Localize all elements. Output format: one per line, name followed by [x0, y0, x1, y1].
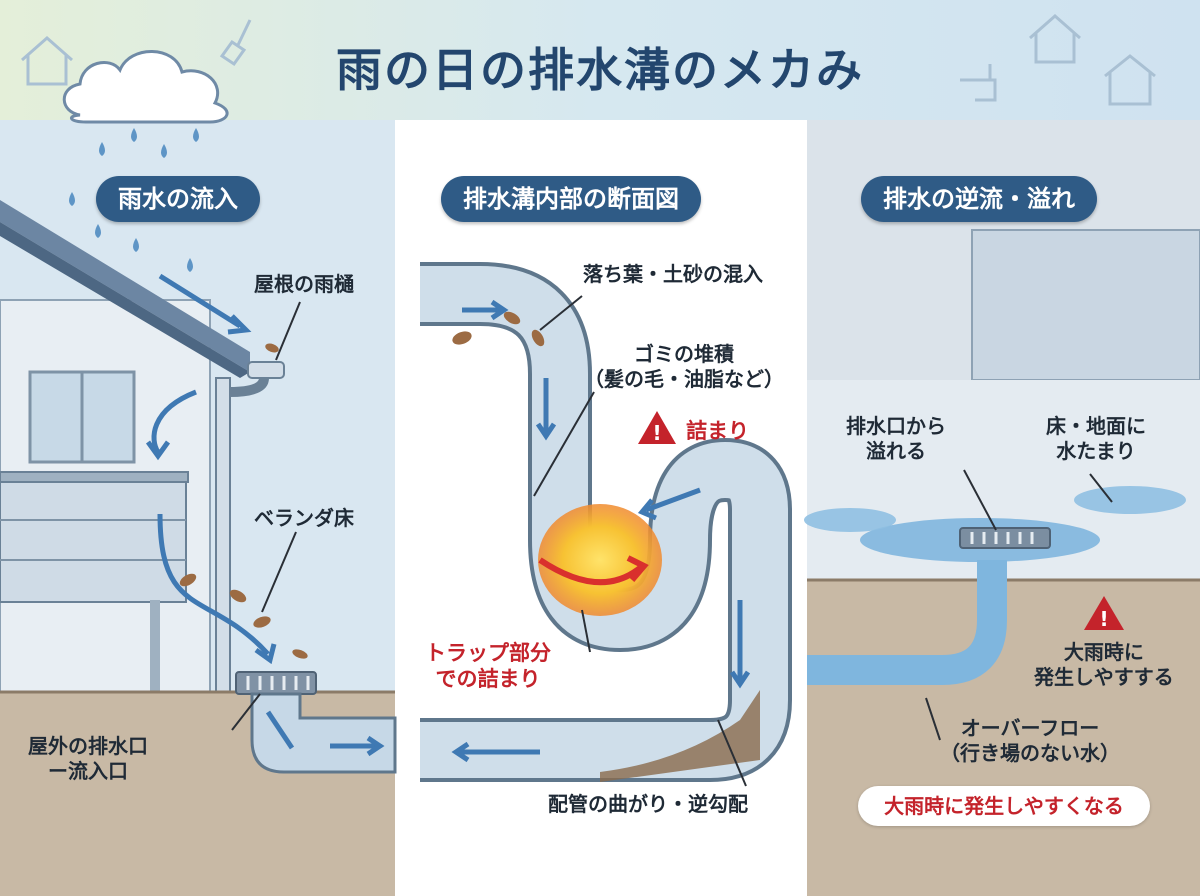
panel-header-backflow: 排水の逆流・溢れ [861, 176, 1097, 222]
outdoor-drain [235, 671, 397, 774]
label-bend: 配管の曲がり・逆勾配 [548, 792, 748, 816]
label-clog: 詰まり [686, 419, 749, 443]
svg-text:!: ! [652, 421, 661, 445]
pipe-cross-section [420, 262, 792, 782]
leader-lines [231, 295, 1113, 787]
rain-flow-arrows [145, 273, 277, 665]
leaf-icons [179, 343, 308, 659]
cloud-icon [62, 50, 229, 124]
panel-header-cross-section: 排水溝内部の断面図 [441, 176, 701, 222]
label-leaves: 落ち葉・土砂の混入 [583, 262, 763, 286]
footer-note-badge: 大雨時に発生しやすくなる [858, 786, 1150, 826]
warning-icon: ! [638, 411, 676, 445]
overflow-water [804, 486, 1186, 685]
decor-icons [21, 14, 1156, 106]
label-debris: ゴミの堆積 （髪の毛・油脂など） [584, 342, 784, 391]
label-overflow-drain: 排水口から 溢れる [846, 414, 946, 463]
panel-header-inflow: 雨水の流入 [96, 176, 260, 222]
label-veranda: ベランダ床 [254, 506, 354, 530]
label-overflow: オーバーフロー （行き場のない水） [940, 716, 1120, 765]
label-trap: トラップ部分 での詰まり [425, 641, 551, 692]
label-outdoor-drain: 屋外の排水口 ー流入口 [28, 734, 148, 783]
label-puddle: 床・地面に 水たまり [1046, 414, 1146, 463]
warning-icon-right: ! [1084, 596, 1124, 631]
label-gutter: 屋根の雨樋 [254, 272, 354, 296]
page-title: 雨の日の排水溝のメカみ [336, 43, 864, 97]
house-illustration [0, 200, 285, 693]
label-heavy-rain: 大雨時に 発生しやすする [1034, 640, 1174, 689]
svg-text:!: ! [1099, 607, 1108, 631]
